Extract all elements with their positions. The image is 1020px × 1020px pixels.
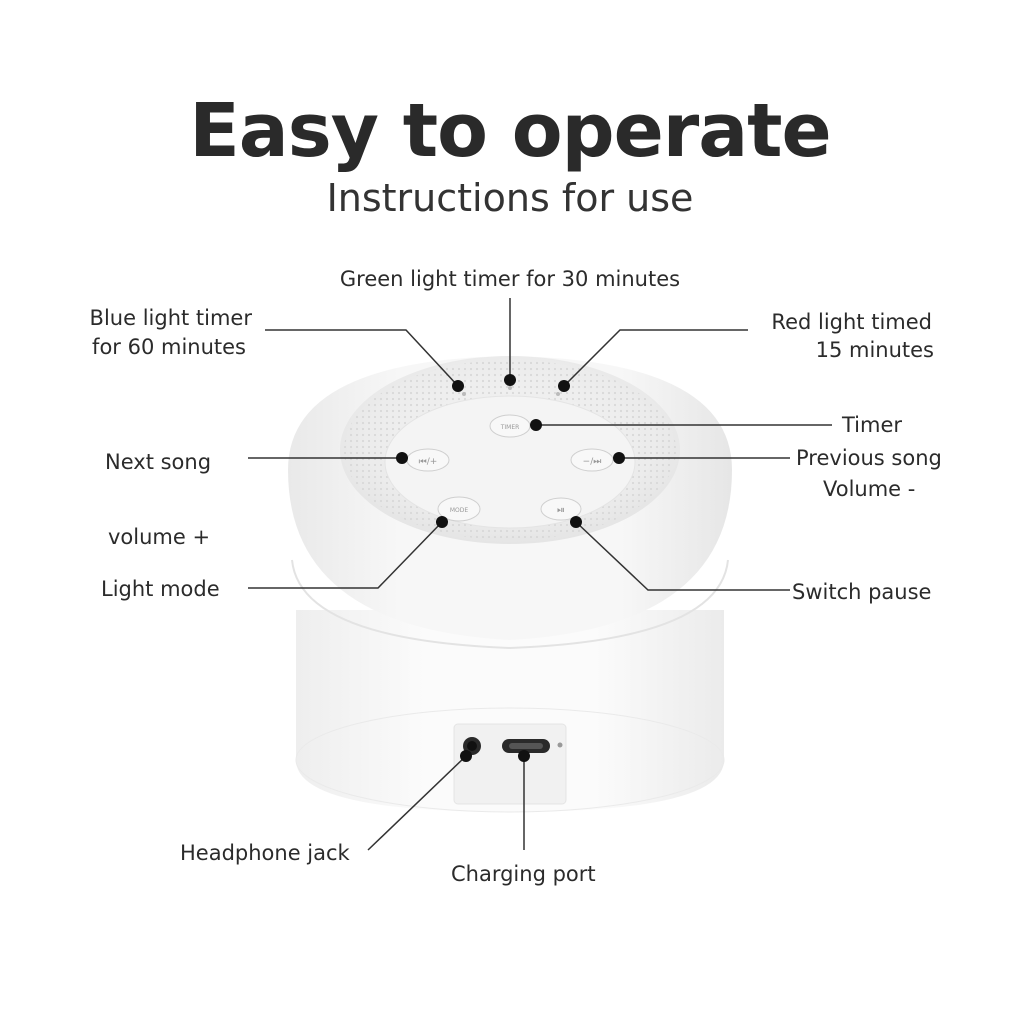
- label-volume-plus: volume +: [108, 525, 211, 549]
- dot-next-song: [396, 452, 408, 464]
- prev-button-icon: −/⏭: [583, 457, 602, 467]
- dot-blue-timer: [452, 380, 464, 392]
- leader-lines: [248, 298, 832, 851]
- dot-light-mode: [436, 516, 448, 528]
- dot-green-timer: [504, 374, 516, 386]
- label-previous-song: Previous song: [796, 446, 942, 470]
- label-volume-minus: Volume -: [823, 477, 916, 501]
- line-blue-timer: [265, 329, 459, 387]
- page-subtitle: Instructions for use: [326, 176, 694, 220]
- device-buttons: TIMER ⏮/+ −/⏭ MODE ⏯: [406, 386, 614, 522]
- dot-previous-song: [613, 452, 625, 464]
- dot-red-timer: [558, 380, 570, 392]
- play-pause-button: ⏯: [540, 497, 582, 521]
- label-light-mode: Light mode: [101, 577, 220, 601]
- line-headphone-jack: [367, 755, 467, 851]
- dot-charging-port: [518, 750, 530, 762]
- label-headphone-jack: Headphone jack: [180, 841, 350, 865]
- label-red-timer-line2: 15 minutes: [815, 338, 934, 362]
- play-pause-button-icon: ⏯: [557, 505, 565, 516]
- label-green-timer: Green light timer for 30 minutes: [339, 267, 681, 291]
- dot-timer: [530, 419, 542, 431]
- label-blue-timer-line2: for 60 minutes: [92, 335, 246, 359]
- next-button-icon: ⏮/+: [419, 457, 438, 467]
- device-ports: [463, 737, 563, 755]
- label-charging-port: Charging port: [451, 862, 596, 886]
- timer-button-icon: TIMER: [500, 424, 520, 431]
- page-title: Easy to operate: [189, 88, 832, 174]
- timer-button: TIMER: [489, 414, 531, 438]
- device-top-face: [340, 356, 680, 544]
- mode-button-icon: MODE: [450, 507, 469, 514]
- line-light-mode: [248, 521, 443, 589]
- next-button: ⏮/+: [406, 448, 450, 472]
- label-next-song: Next song: [105, 450, 212, 474]
- mode-button: MODE: [437, 496, 481, 522]
- label-blue-timer-line1: Blue light timer: [89, 306, 252, 330]
- prev-button: −/⏭: [570, 448, 614, 472]
- line-red-timer: [563, 329, 748, 387]
- dot-headphone-jack: [460, 750, 472, 762]
- leader-dots: [396, 374, 625, 762]
- label-timer: Timer: [842, 413, 903, 437]
- dot-switch-pause: [570, 516, 582, 528]
- label-switch-pause: Switch pause: [792, 580, 932, 604]
- label-red-timer-line1: Red light timed: [771, 310, 932, 334]
- device-base: [295, 610, 725, 813]
- line-switch-pause: [575, 521, 790, 591]
